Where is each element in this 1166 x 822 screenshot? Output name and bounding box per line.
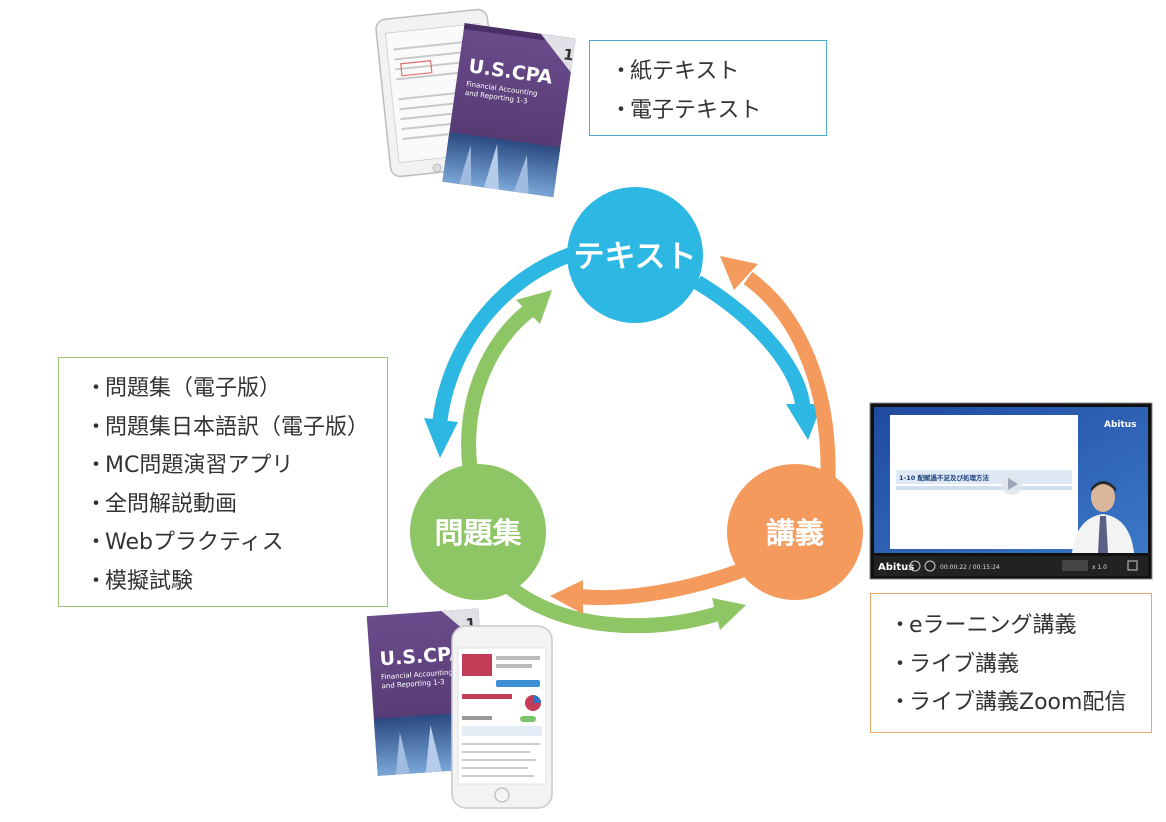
arrow-questions-to-text (461, 304, 535, 469)
lecture-item-elearning: ・eラーニング講義 (889, 613, 1077, 638)
phone-home-icon (494, 787, 510, 803)
node-questions-circle (410, 464, 546, 600)
book-skyline (442, 132, 561, 198)
question-item-mock-exam: ・模擬試験 (85, 568, 194, 594)
question-item-mc-app: ・MC問題演習アプリ (85, 453, 294, 478)
tablet-home-icon (432, 163, 442, 173)
play-icon (909, 560, 921, 572)
stop-icon (924, 560, 936, 572)
video-player-illustration: 1-10 配賦過不足及び処理方法 Abitus Abitus 00:00:22 … (869, 402, 1153, 580)
fullscreen-icon (1127, 560, 1138, 571)
video-time: 00:00:22 / 00:15:24 (940, 564, 1000, 571)
book2-number: 1 (465, 615, 477, 634)
arrow-head-text-to-lecture (786, 404, 822, 440)
node-text-label: テキスト (573, 239, 696, 275)
book-number: 1 (562, 45, 575, 64)
arrow-lecture-to-text (743, 271, 836, 479)
lecture-item-zoom: ・ライブ講義Zoom配信 (889, 690, 1127, 715)
node-questions-label: 問題集 (434, 516, 522, 550)
arrow-head-questions-to-text (516, 290, 552, 324)
text-item-paper: ・紙テキスト (610, 59, 740, 84)
question-item-japanese: ・問題集日本語訳（電子版） (85, 414, 370, 440)
node-lecture-circle (727, 464, 863, 600)
tablet-book-illustration: 1 U.S.CPA Financial Accounting and Repor… (375, 8, 576, 198)
video-brand-top: Abitus (1104, 420, 1137, 430)
arrow-head-lecture-to-questions (550, 580, 583, 614)
question-item-web-practice: ・Webプラクティス (85, 530, 284, 555)
phone-book-illustration: 1 U.S.CPA Financial Accounting and Repor… (366, 608, 553, 809)
arrow-head-questions-to-lecture (712, 598, 746, 630)
lecture-item-live: ・ライブ講義 (889, 651, 1020, 677)
video-slide-heading: 1-10 配賦過不足及び処理方法 (899, 473, 990, 482)
arrow-text-to-lecture (693, 275, 811, 409)
text-materials-box: ・紙テキスト ・電子テキスト (589, 40, 827, 136)
video-speed: x 1.0 (1092, 564, 1107, 571)
question-materials-box: ・問題集（電子版） ・問題集日本語訳（電子版） ・MC問題演習アプリ ・全問解説… (58, 357, 388, 607)
arrow-lecture-to-questions (574, 560, 751, 605)
arrow-questions-to-lecture (502, 579, 723, 634)
arrow-head-text-to-questions (424, 418, 458, 458)
arrow-text-to-questions (432, 246, 575, 422)
arrow-head-lecture-to-text (720, 256, 758, 290)
node-text-circle (567, 187, 703, 323)
lecture-formats-box: ・eラーニング講義 ・ライブ講義 ・ライブ講義Zoom配信 (870, 593, 1152, 733)
question-item-digital: ・問題集（電子版） (85, 376, 282, 401)
video-brand-bar: Abitus (878, 562, 914, 573)
text-item-digital: ・電子テキスト (610, 97, 762, 123)
node-lecture-label: 講義 (766, 516, 824, 550)
question-item-videos: ・全問解説動画 (85, 491, 238, 517)
